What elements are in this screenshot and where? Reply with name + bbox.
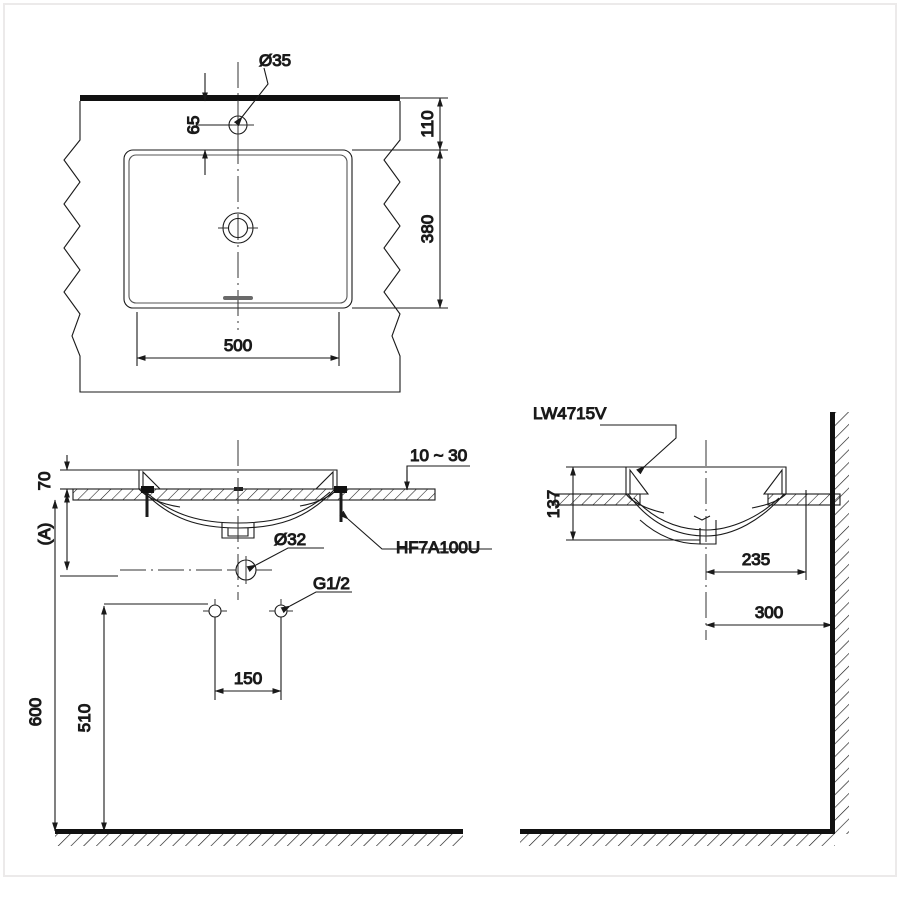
dA-label: (A)	[35, 523, 54, 546]
floor-hatch	[55, 834, 463, 846]
counter-slab-left	[72, 488, 436, 501]
side-floor-line	[520, 829, 835, 834]
wall-line	[830, 412, 835, 834]
bolt-left-head	[141, 486, 154, 493]
g12-label: G1/2	[313, 574, 350, 593]
d65-label: 65	[184, 116, 203, 135]
d380-label: 380	[418, 215, 437, 243]
side-section-view: LW4715V 137 235 300	[520, 403, 849, 846]
d110-label: 110	[418, 110, 437, 137]
hf7a-leader	[339, 510, 492, 550]
countertop-outline	[63, 101, 401, 393]
d235-label: 235	[742, 550, 770, 569]
floor-line	[55, 829, 463, 834]
d70-label: 70	[35, 472, 54, 491]
supply-hole-left	[208, 604, 222, 618]
dia35-leader	[233, 67, 269, 127]
d150-label: 150	[234, 669, 262, 688]
d510-label: 510	[75, 704, 94, 732]
d1030-label: 10 ~ 30	[410, 446, 467, 465]
supply-hole-left-centermark	[203, 599, 227, 623]
counter-back-edge	[80, 95, 400, 101]
overflow-slot	[223, 296, 253, 300]
side-counter-slab-left	[554, 493, 641, 506]
page-frame	[3, 3, 897, 877]
trap-hole-centermark	[228, 556, 272, 584]
side-right-gusset	[762, 468, 783, 495]
d300-label: 300	[755, 603, 783, 622]
g12-leader	[280, 591, 352, 614]
dia32-leader	[246, 547, 324, 573]
supply-hole-right	[274, 604, 288, 618]
side-left-gusset	[629, 468, 650, 495]
d500-label: 500	[224, 336, 252, 355]
model-label: LW4715V	[533, 404, 607, 423]
side-drain-notch	[693, 515, 711, 521]
d600-label: 600	[26, 698, 45, 726]
side-basin-left-rim	[625, 467, 665, 514]
top-view: Ø35 65 110 380 500	[63, 50, 448, 393]
dia35-label: Ø35	[259, 51, 291, 70]
d137-label: 137	[544, 490, 563, 518]
bolt-right-head	[334, 486, 347, 493]
wall-hatch	[835, 412, 849, 834]
d1030-leader	[406, 465, 470, 489]
side-floor-hatch	[520, 834, 835, 846]
front-section-view: Ø32 G1/2 HF7A100U 10 ~ 30 70 (A) 600	[25, 440, 492, 846]
basin-right-gusset	[314, 470, 334, 490]
drain-inner-circle	[227, 217, 249, 239]
side-drain-boss	[699, 520, 717, 545]
dia32-label: Ø32	[274, 530, 306, 549]
hf7a-label: HF7A100U	[396, 538, 480, 557]
model-leader	[600, 424, 677, 475]
basin-left-rim	[138, 470, 181, 508]
